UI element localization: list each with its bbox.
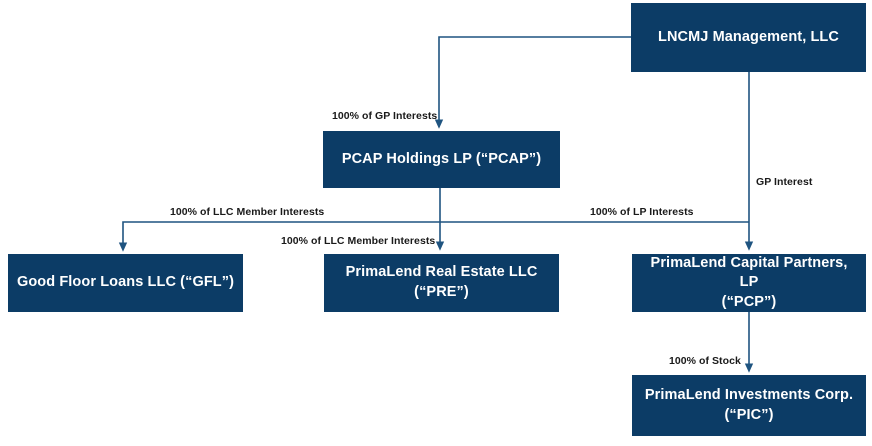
edge-lncmj-to-pcap xyxy=(434,36,631,129)
edge-label-llc-member-interests-gfl: 100% of LLC Member Interests xyxy=(170,206,325,218)
node-primalend-capital-partners[interactable]: PrimaLend Capital Partners, LP (“PCP”) xyxy=(632,254,866,312)
node-lncmj-management[interactable]: LNCMJ Management, LLC xyxy=(631,3,866,72)
node-pcap-holdings[interactable]: PCAP Holdings LP (“PCAP”) xyxy=(323,131,560,188)
node-pcp-label-block: PrimaLend Capital Partners, LP (“PCP”) xyxy=(640,254,858,313)
node-pcap-label: PCAP Holdings LP (“PCAP”) xyxy=(341,150,542,167)
edge-label-gp-interest: GP Interest xyxy=(756,176,813,188)
node-primalend-real-estate[interactable]: PrimaLend Real Estate LLC (“PRE”) xyxy=(324,254,559,312)
node-gfl-label: Good Floor Loans LLC (“GFL”) xyxy=(16,274,235,291)
node-pcp-label-line1: PrimaLend Capital Partners, LP xyxy=(650,254,848,291)
node-pre-label-line2: (“PRE”) xyxy=(414,284,469,300)
node-pic-label-line2: (“PIC”) xyxy=(724,406,774,423)
edge-label-stock: 100% of Stock xyxy=(669,355,741,367)
edge-label-lp-interests: 100% of LP Interests xyxy=(590,206,694,218)
node-lncmj-label: LNCMJ Management, LLC xyxy=(658,28,839,45)
edge-label-gp-interests: 100% of GP Interests xyxy=(332,110,438,122)
node-pcp-label-line2: (“PCP”) xyxy=(721,293,777,310)
node-good-floor-loans[interactable]: Good Floor Loans LLC (“GFL”) xyxy=(8,254,243,312)
node-pre-label-line1: PrimaLend Real Estate LLC xyxy=(345,264,538,281)
node-pre-label-block: PrimaLend Real Estate LLC (“PRE”) xyxy=(346,263,538,302)
node-pic-label-block: PrimaLend Investments Corp. (“PIC”) xyxy=(645,386,853,425)
node-pic-label-line1: PrimaLend Investments Corp. xyxy=(644,386,854,403)
edge-label-llc-member-interests-pre: 100% of LLC Member Interests xyxy=(281,235,436,247)
node-primalend-investments-corp[interactable]: PrimaLend Investments Corp. (“PIC”) xyxy=(632,375,866,436)
